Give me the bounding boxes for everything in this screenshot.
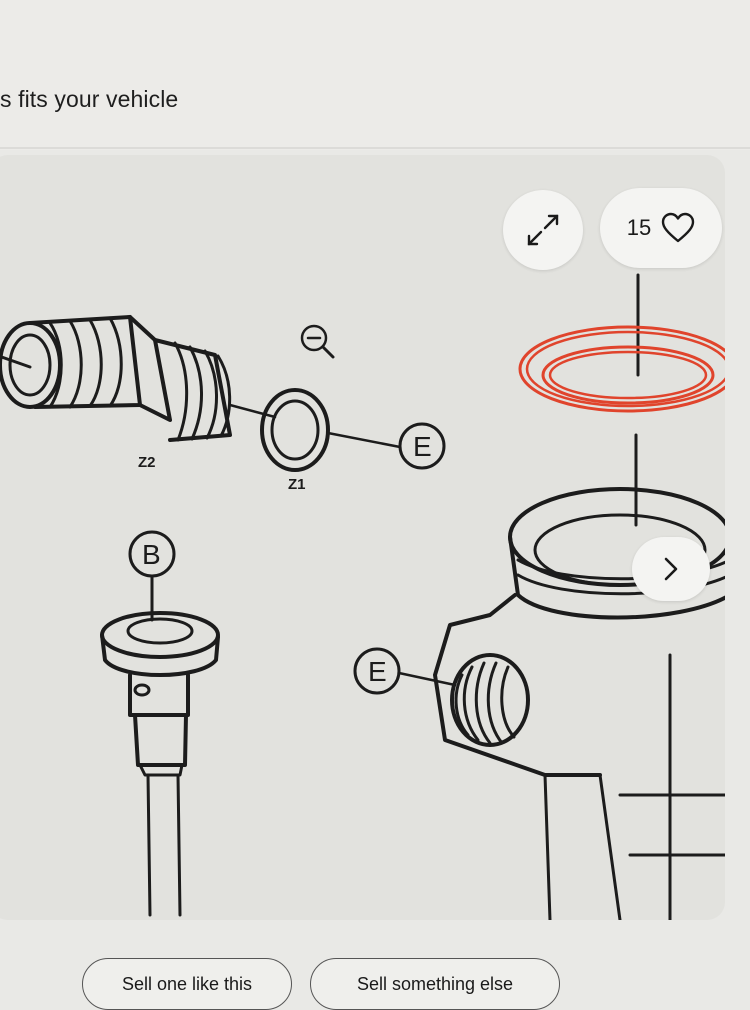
label-e-top: E <box>413 431 432 462</box>
fitting-z2 <box>0 315 277 442</box>
zoom-out-icon[interactable] <box>300 324 335 359</box>
like-button[interactable]: 15 <box>600 188 722 268</box>
label-z2: Z2 <box>138 454 156 471</box>
highlighted-o-ring <box>518 325 725 413</box>
bolt-b <box>100 574 220 917</box>
like-count: 15 <box>626 215 652 240</box>
label-z1: Z1 <box>288 476 306 493</box>
expand-button[interactable] <box>503 190 583 270</box>
injector-housing <box>397 273 725 920</box>
next-image-button[interactable] <box>632 537 710 601</box>
heart-icon <box>662 212 695 243</box>
parts-diagram: Z2 Z1 E B E <box>0 273 725 920</box>
sell-something-else-button[interactable]: Sell something else <box>310 958 560 1010</box>
fitment-text: s fits your vehicle <box>0 86 179 112</box>
sell-one-like-this-button[interactable]: Sell one like this <box>82 958 292 1010</box>
label-b: B <box>142 539 161 570</box>
washer-z1 <box>260 388 402 472</box>
divider <box>0 147 750 149</box>
image-viewer[interactable]: Z2 Z1 E B E <box>0 155 725 920</box>
expand-arrows-icon <box>527 214 559 246</box>
chevron-right-icon <box>664 557 678 581</box>
label-e-bottom: E <box>368 656 387 687</box>
fitment-banner: s fits your vehicle <box>0 0 750 150</box>
